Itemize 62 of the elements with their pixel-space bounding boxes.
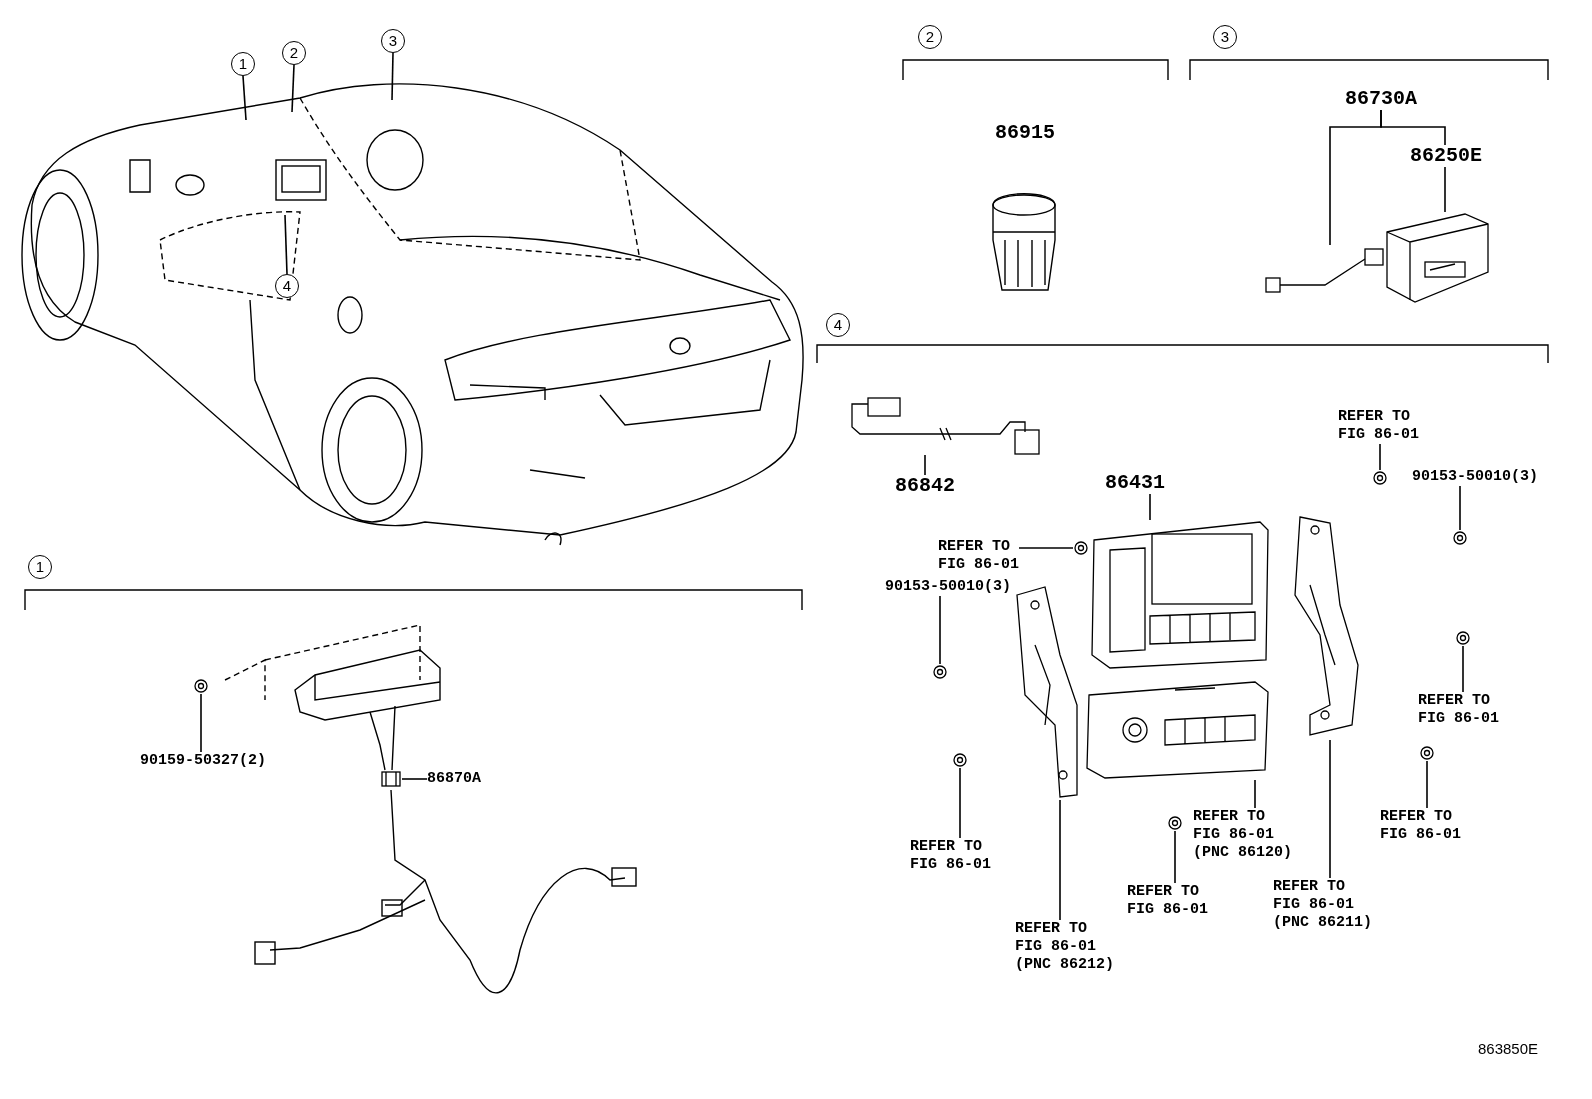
bolt-icon (1419, 745, 1435, 761)
leader-line (1444, 166, 1446, 213)
bolt-icon (1455, 630, 1471, 646)
leader-line (401, 778, 428, 780)
reference-note: REFER TO FIG 86-01 (910, 838, 991, 874)
leader-line (1174, 830, 1176, 884)
leader-line (284, 214, 288, 275)
reference-note: REFER TO FIG 86-01 (938, 538, 1019, 574)
display-unit-drawing (1090, 520, 1270, 670)
leader-line (1426, 760, 1428, 809)
leader-line (1379, 443, 1381, 471)
leader-line (200, 693, 202, 753)
drawing-number: 863850E (1478, 1040, 1539, 1058)
callout-number: 1 (231, 52, 255, 76)
reference-note: REFER TO FIG 86-01 (1338, 408, 1419, 444)
callout-number: 1 (28, 555, 52, 579)
bolt-icon (193, 678, 209, 694)
callout-number: 4 (275, 274, 299, 298)
part-number: 86870A (427, 770, 481, 788)
nut-icon (1452, 530, 1468, 546)
leader-line (1059, 799, 1061, 921)
cable-drawing (1265, 245, 1385, 295)
leader-line (939, 595, 941, 665)
callout-number: 4 (826, 313, 850, 337)
bracket-drawing (1015, 585, 1080, 800)
reference-note: REFER TO FIG 86-01 (PNC 86120) (1193, 808, 1292, 862)
reference-note: REFER TO FIG 86-01 (PNC 86212) (1015, 920, 1114, 974)
callout-number: 3 (1213, 25, 1237, 49)
bolt-icon (1167, 815, 1183, 831)
nut-icon (932, 664, 948, 680)
callout-number: 2 (918, 25, 942, 49)
clip-icon (380, 768, 402, 790)
bolt-icon (952, 752, 968, 768)
callout-number: 3 (381, 29, 405, 53)
reference-note: REFER TO FIG 86-01 (PNC 86211) (1273, 878, 1372, 932)
leader-line (1329, 739, 1331, 879)
leader-line (1149, 493, 1151, 521)
callout-number: 2 (282, 41, 306, 65)
leader-line (242, 75, 247, 121)
leader-line (1459, 485, 1461, 531)
part-number: 86915 (995, 122, 1055, 144)
leader-line (959, 767, 961, 839)
leader-line (291, 64, 295, 113)
part-number: 86730A (1345, 88, 1417, 110)
leader-line (391, 52, 394, 101)
leader-line (1018, 547, 1074, 549)
leader-line (1254, 779, 1256, 809)
part-number: 86431 (1105, 472, 1165, 494)
leader-line (1462, 645, 1464, 693)
leader-line (1380, 109, 1446, 146)
bolt-icon (1073, 540, 1089, 556)
reference-note: REFER TO FIG 86-01 (1127, 883, 1208, 919)
part-number: 90153-50010(3) (885, 578, 1012, 596)
part-number: 90159-50327(2) (140, 752, 267, 770)
bolt-icon (1372, 470, 1388, 486)
reference-note: REFER TO FIG 86-01 (1418, 692, 1499, 728)
leader-line (924, 454, 926, 476)
part-number: 86842 (895, 475, 955, 497)
part-number: 90153-50010(3) (1412, 468, 1539, 486)
reference-note: REFER TO FIG 86-01 (1380, 808, 1461, 844)
part-number: 86250E (1410, 145, 1482, 167)
audio-unit-drawing (1085, 680, 1270, 780)
